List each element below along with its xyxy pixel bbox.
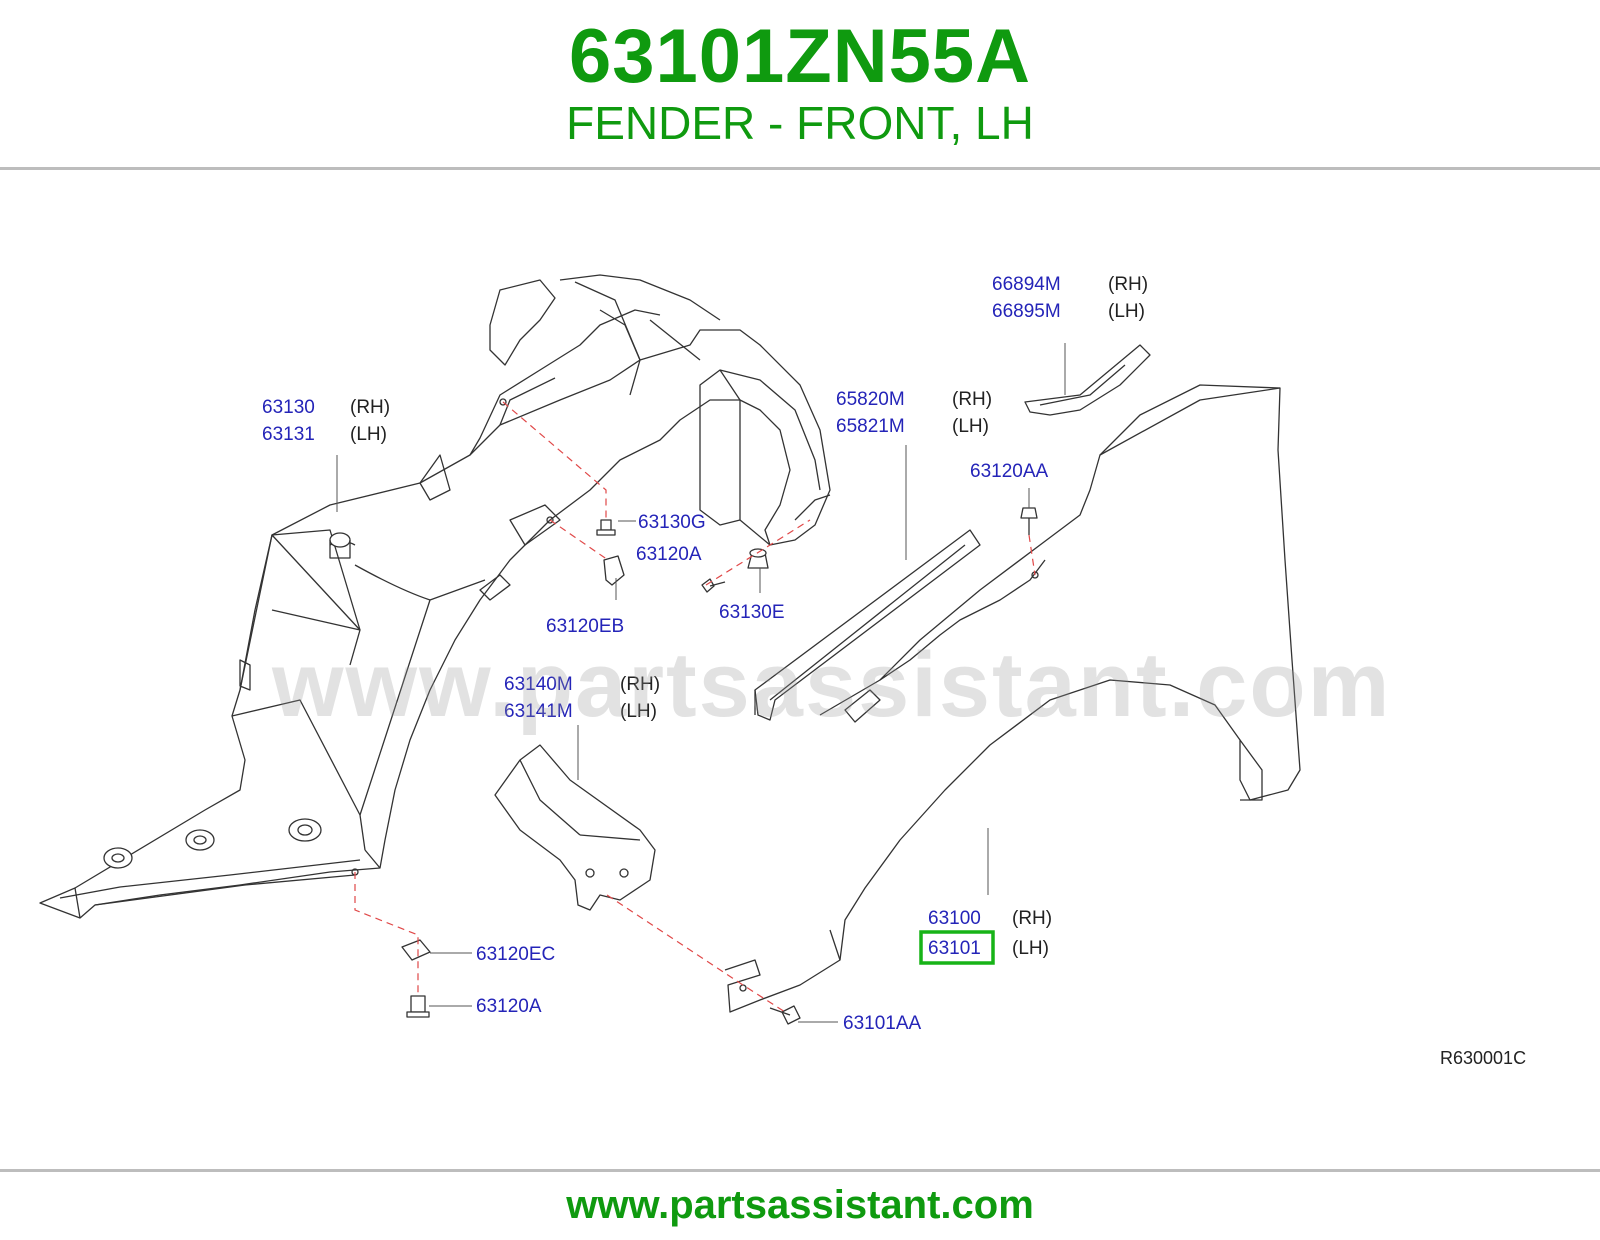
callout-66895M-side: (LH) <box>1108 301 1145 322</box>
watermark-text: www.partsassistant.com <box>272 634 1392 736</box>
callout-63120A-upper[interactable]: 63120A <box>636 544 702 565</box>
callout-63130G[interactable]: 63130G <box>638 512 706 533</box>
highlight-box <box>919 930 995 965</box>
fender-liner-drawing <box>39 274 831 919</box>
callout-63131-side: (LH) <box>350 424 387 445</box>
header-divider <box>0 167 1600 170</box>
callout-65820M[interactable]: 65820M <box>836 389 905 410</box>
fasteners-drawing <box>401 507 1038 1025</box>
callout-63141M-side: (LH) <box>620 701 657 722</box>
callout-63100[interactable]: 63100 <box>928 908 981 929</box>
footer-site-link[interactable]: www.partsassistant.com <box>566 1183 1034 1227</box>
part-description: FENDER - FRONT, LH <box>566 97 1034 149</box>
callout-63141M[interactable]: 63141M <box>504 701 573 722</box>
parts-diagram: 66894M (RH) 66895M (LH) 63130 (RH) 63131… <box>39 274 1526 1068</box>
callout-63130-side: (RH) <box>350 397 390 418</box>
assembly-dashed-lines <box>354 401 1036 1013</box>
callout-63101AA[interactable]: 63101AA <box>843 1013 922 1034</box>
footer-divider <box>0 1169 1600 1172</box>
callout-65820M-side: (RH) <box>952 389 992 410</box>
callout-63140M-side: (RH) <box>620 674 660 695</box>
callout-63120A-lower[interactable]: 63120A <box>476 996 542 1017</box>
callout-labels: 66894M (RH) 66895M (LH) 63130 (RH) 63131… <box>262 274 1526 1068</box>
bracket-drawing <box>494 744 656 911</box>
callout-66895M[interactable]: 66895M <box>992 301 1061 322</box>
callout-65821M-side: (LH) <box>952 416 989 437</box>
side-seal-drawing <box>1024 344 1151 416</box>
callout-66894M-side: (RH) <box>1108 274 1148 295</box>
leader-lines <box>336 343 1066 1023</box>
diagram-reference-code: R630001C <box>1440 1048 1526 1068</box>
callout-63100-side: (RH) <box>1012 908 1052 929</box>
callout-63120AA[interactable]: 63120AA <box>970 461 1049 482</box>
callout-63140M[interactable]: 63140M <box>504 674 573 695</box>
callout-63101[interactable]: 63101 <box>928 938 981 959</box>
front-fender-drawing <box>724 384 1301 1013</box>
callout-63101-side: (LH) <box>1012 938 1049 959</box>
part-number-title: 63101ZN55A <box>568 14 1032 99</box>
callout-63131[interactable]: 63131 <box>262 424 315 445</box>
callout-63120EC[interactable]: 63120EC <box>476 944 555 965</box>
callout-63130[interactable]: 63130 <box>262 397 315 418</box>
callout-63130E[interactable]: 63130E <box>719 602 785 623</box>
callout-65821M[interactable]: 65821M <box>836 416 905 437</box>
page-header: 63101ZN55A FENDER - FRONT, LH <box>0 0 1600 168</box>
callout-63120EB[interactable]: 63120EB <box>546 616 624 637</box>
seal-strip-drawing <box>754 529 981 721</box>
callout-66894M[interactable]: 66894M <box>992 274 1061 295</box>
